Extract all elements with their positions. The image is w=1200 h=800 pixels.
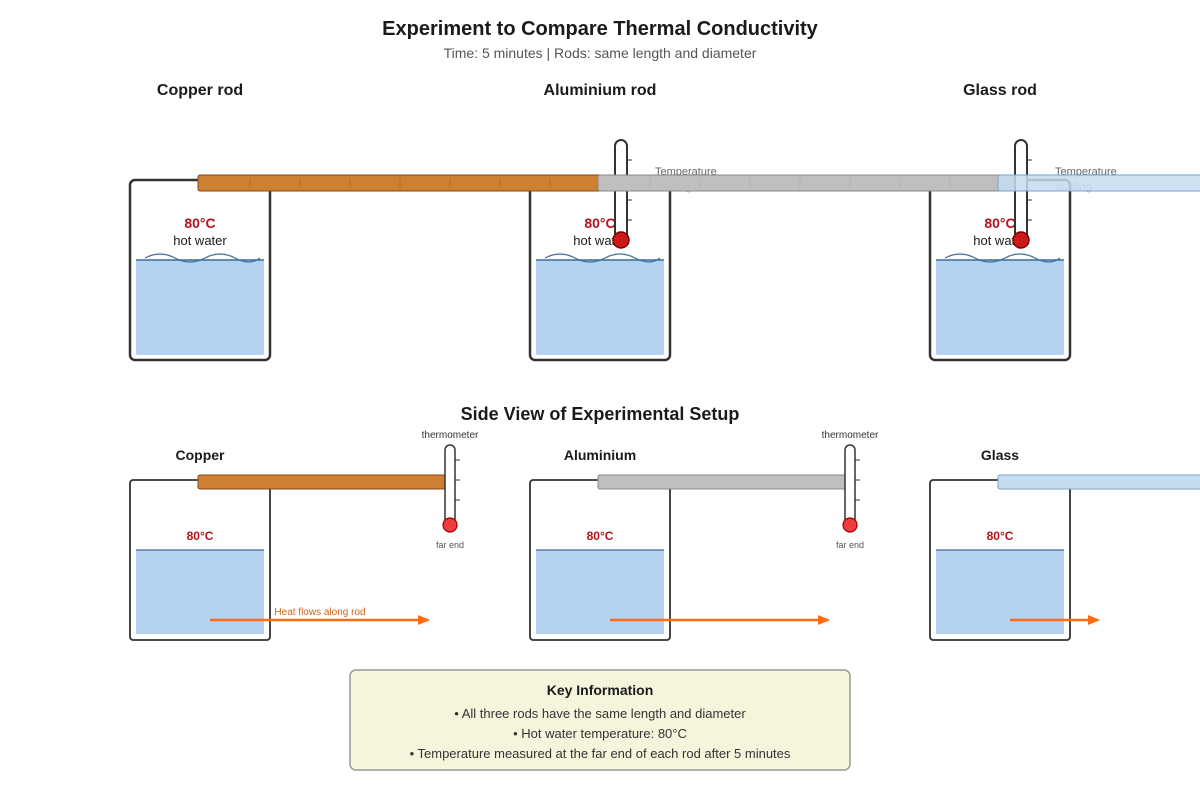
glass-beaker: 80°C hot water xyxy=(928,178,1072,362)
side-glass-temp: 80°C xyxy=(987,529,1014,543)
water-wave xyxy=(944,253,1061,263)
page-title: Experiment to Compare Thermal Conductivi… xyxy=(382,18,819,40)
water-wave xyxy=(144,253,261,263)
key-info-item: • Hot water temperature: 80°C xyxy=(513,726,687,741)
side-aluminium-temp: 80°C xyxy=(587,529,614,543)
key-info-item: • All three rods have the same length an… xyxy=(454,706,746,721)
copper-rod xyxy=(197,174,619,192)
far-end-label-1: far end xyxy=(436,540,464,550)
glass-rod xyxy=(997,174,1200,192)
key-info-title: Key Information xyxy=(547,682,654,698)
glass-rod-label: Glass rod xyxy=(963,82,1037,99)
side-aluminium-rod xyxy=(597,474,849,490)
copper-water-label: hot water xyxy=(173,233,227,248)
aluminium-beaker: 80°C hot water xyxy=(528,178,672,362)
thermometer-label-2: thermometer xyxy=(822,430,879,441)
aluminium-water-temp: 80°C xyxy=(584,215,615,231)
water-wave xyxy=(544,253,661,263)
side-copper-beaker: 80°C xyxy=(129,479,271,641)
key-info-item: • Temperature measured at the far end of… xyxy=(410,746,791,761)
copper-beaker: 80°C hot water xyxy=(128,178,272,362)
side-thermometer-1: thermometer far end xyxy=(422,430,479,550)
side-copper-temp: 80°C xyxy=(187,529,214,543)
side-glass-rod xyxy=(997,474,1200,490)
side-glass-label: Glass xyxy=(981,447,1019,463)
side-copper-label: Copper xyxy=(176,447,226,463)
aluminium-rod xyxy=(597,174,1019,192)
thermometer-label-1: thermometer xyxy=(422,430,479,441)
side-aluminium-label: Aluminium xyxy=(564,447,636,463)
copper-rod-label: Copper rod xyxy=(157,82,243,99)
side-view-title: Side View of Experimental Setup xyxy=(461,404,740,424)
heat-flow-label: Heat flows along rod xyxy=(274,607,365,618)
side-thermometer-2: thermometer far end xyxy=(822,430,879,550)
key-information-box: Key Information • All three rods have th… xyxy=(349,669,851,771)
page-subtitle: Time: 5 minutes | Rods: same length and … xyxy=(444,45,757,61)
side-glass-beaker: 80°C xyxy=(929,479,1071,641)
side-aluminium-beaker: 80°C xyxy=(529,479,671,641)
far-end-label-2: far end xyxy=(836,540,864,550)
side-copper-rod xyxy=(197,474,449,490)
aluminium-rod-label: Aluminium rod xyxy=(544,82,657,99)
glass-water-temp: 80°C xyxy=(984,215,1015,231)
copper-water-temp: 80°C xyxy=(184,215,215,231)
